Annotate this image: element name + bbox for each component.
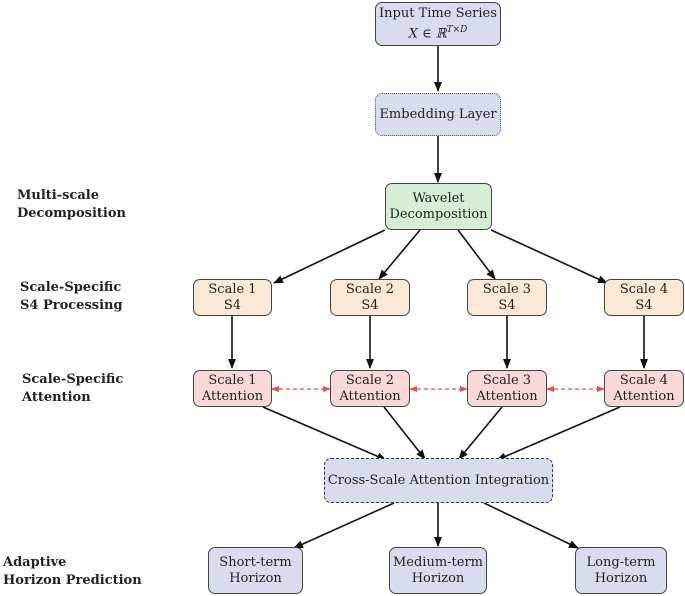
side-label-line: Adaptive xyxy=(3,555,67,570)
scale-1-s4-node: Scale 1 S4 xyxy=(193,279,272,316)
attention-sublabel: Attention xyxy=(613,388,675,404)
s4-label: Scale 1 xyxy=(208,281,257,297)
cross-scale-attention-node: Cross-Scale Attention Integration xyxy=(324,458,553,503)
s4-sublabel: S4 xyxy=(361,297,379,313)
side-label-s4: Scale-Specific S4 Processing xyxy=(20,279,123,315)
s4-sublabel: S4 xyxy=(498,297,516,313)
s4-sublabel: S4 xyxy=(223,297,242,313)
attention-label: Scale 1 xyxy=(208,372,257,388)
short-term-horizon-node: Short-term Horizon xyxy=(208,547,303,594)
side-label-line: Decomposition xyxy=(17,206,126,221)
attention-label: Scale 4 xyxy=(619,372,669,388)
wavelet-decomposition-node: Wavelet Decomposition xyxy=(385,183,492,230)
side-label-line: Scale-Specific xyxy=(22,372,124,387)
arrow-wavelet-scale4 xyxy=(490,229,608,284)
long-term-horizon-node: Long-term Horizon xyxy=(575,547,667,594)
attention-sublabel: Attention xyxy=(201,388,264,404)
scale-1-attention-node: Scale 1 Attention xyxy=(193,370,272,407)
wavelet-line2: Decomposition xyxy=(389,206,488,222)
arrow-wavelet-scale1 xyxy=(273,229,386,284)
input-formula: X ∈ ℝT×D xyxy=(408,24,468,42)
side-label-attention: Scale-Specific Attention xyxy=(22,371,123,407)
scale-3-s4-node: Scale 3 S4 xyxy=(467,279,547,316)
arrow-att1-cross xyxy=(262,406,387,461)
embedding-layer-node: Embedding Layer xyxy=(375,93,501,136)
wavelet-line1: Wavelet xyxy=(412,190,465,206)
scale-3-attention-node: Scale 3 Attention xyxy=(467,370,547,407)
arrow-wavelet-scale2 xyxy=(378,229,421,280)
arrow-att2-cross xyxy=(383,406,426,460)
s4-sublabel: S4 xyxy=(635,297,653,313)
horizon-label: Short-term xyxy=(219,554,292,570)
arrow-wavelet-scale3 xyxy=(457,229,496,280)
arrow-att3-cross xyxy=(458,406,503,460)
horizon-sublabel: Horizon xyxy=(411,570,465,586)
arrow-cross-long xyxy=(483,502,579,549)
horizon-sublabel: Horizon xyxy=(594,570,648,586)
horizon-sublabel: Horizon xyxy=(229,570,282,586)
s4-label: Scale 2 xyxy=(345,281,395,297)
side-label-decomposition: Multi-scale Decomposition xyxy=(17,187,126,223)
attention-label: Scale 2 xyxy=(345,372,395,388)
side-label-line: Multi-scale xyxy=(17,188,99,203)
scale-4-s4-node: Scale 4 S4 xyxy=(604,279,684,316)
arrow-cross-short xyxy=(293,502,395,549)
medium-term-horizon-node: Medium-term Horizon xyxy=(389,547,487,594)
horizon-label: Long-term xyxy=(586,554,656,570)
side-label-prediction: Adaptive Horizon Prediction xyxy=(3,554,142,590)
attention-sublabel: Attention xyxy=(339,388,401,404)
s4-label: Scale 3 xyxy=(482,281,532,297)
arrow-att4-cross xyxy=(496,406,621,461)
input-time-series-node: Input Time Series X ∈ ℝT×D xyxy=(375,2,501,46)
side-label-line: Attention xyxy=(22,390,91,405)
scale-2-s4-node: Scale 2 S4 xyxy=(330,279,410,316)
side-label-line: Scale-Specific xyxy=(20,280,122,295)
scale-2-attention-node: Scale 2 Attention xyxy=(330,370,410,407)
s4-label: Scale 4 xyxy=(619,281,669,297)
attention-sublabel: Attention xyxy=(476,388,538,404)
side-label-line: S4 Processing xyxy=(20,298,123,313)
input-title: Input Time Series xyxy=(379,5,497,21)
scale-4-attention-node: Scale 4 Attention xyxy=(604,370,684,407)
horizon-label: Medium-term xyxy=(392,554,484,570)
embedding-label: Embedding Layer xyxy=(379,106,497,122)
side-label-line: Horizon Prediction xyxy=(3,573,142,588)
cross-scale-label: Cross-Scale Attention Integration xyxy=(327,472,550,488)
attention-label: Scale 3 xyxy=(482,372,532,388)
